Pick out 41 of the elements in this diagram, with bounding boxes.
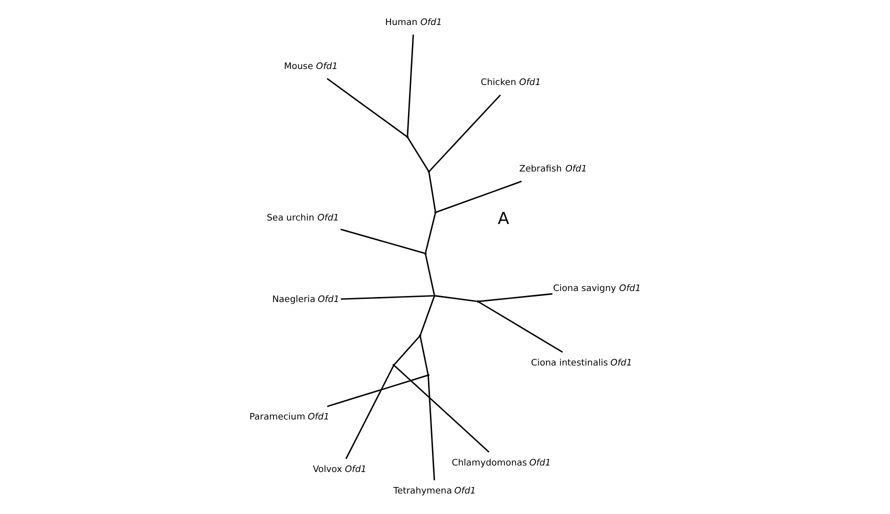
node-text: Chicken Ofd1 — [480, 78, 540, 88]
connector — [427, 376, 435, 480]
node-point — [476, 300, 479, 302]
node-text: Chlamydomonas Ofd1 — [451, 458, 550, 468]
node-text: Zebrafish Ofd1 — [518, 164, 586, 174]
connector — [326, 78, 407, 137]
node-point — [427, 170, 430, 172]
node-point — [392, 363, 395, 366]
node-text: Mouse Ofd1 — [284, 61, 338, 72]
connector — [406, 136, 428, 171]
node-text: Ciona intestinalis Ofd1 — [530, 358, 632, 368]
connector — [340, 228, 424, 254]
node-text: Naegleria Ofd1 — [272, 294, 339, 305]
connector — [394, 364, 489, 452]
connector — [478, 292, 552, 302]
label: A — [497, 208, 509, 228]
connector — [326, 374, 428, 407]
node-point — [424, 252, 426, 254]
node-text: Paramecium Ofd1 — [248, 412, 329, 422]
connector — [340, 294, 433, 300]
node-point — [418, 334, 421, 336]
node-text: Sea urchin Ofd1 — [266, 212, 338, 223]
node-text: Ciona savigny Ofd1 — [552, 284, 640, 294]
connector — [428, 94, 500, 171]
connector — [424, 254, 434, 294]
connector — [344, 365, 394, 459]
node-point — [426, 373, 429, 376]
connector — [419, 336, 428, 374]
connector — [394, 335, 420, 364]
node-point — [432, 294, 436, 296]
connector — [436, 180, 522, 212]
node-text: Volvox Ofd1 — [312, 464, 366, 475]
node-text: Human Ofd1 — [384, 17, 442, 28]
node-text: Tetrahymena Ofd1 — [392, 486, 476, 496]
connector — [434, 294, 476, 302]
node-point — [434, 210, 436, 214]
connector — [406, 34, 414, 136]
connector — [428, 172, 436, 211]
connector — [478, 300, 562, 352]
connector — [419, 296, 434, 334]
connector — [424, 212, 436, 252]
